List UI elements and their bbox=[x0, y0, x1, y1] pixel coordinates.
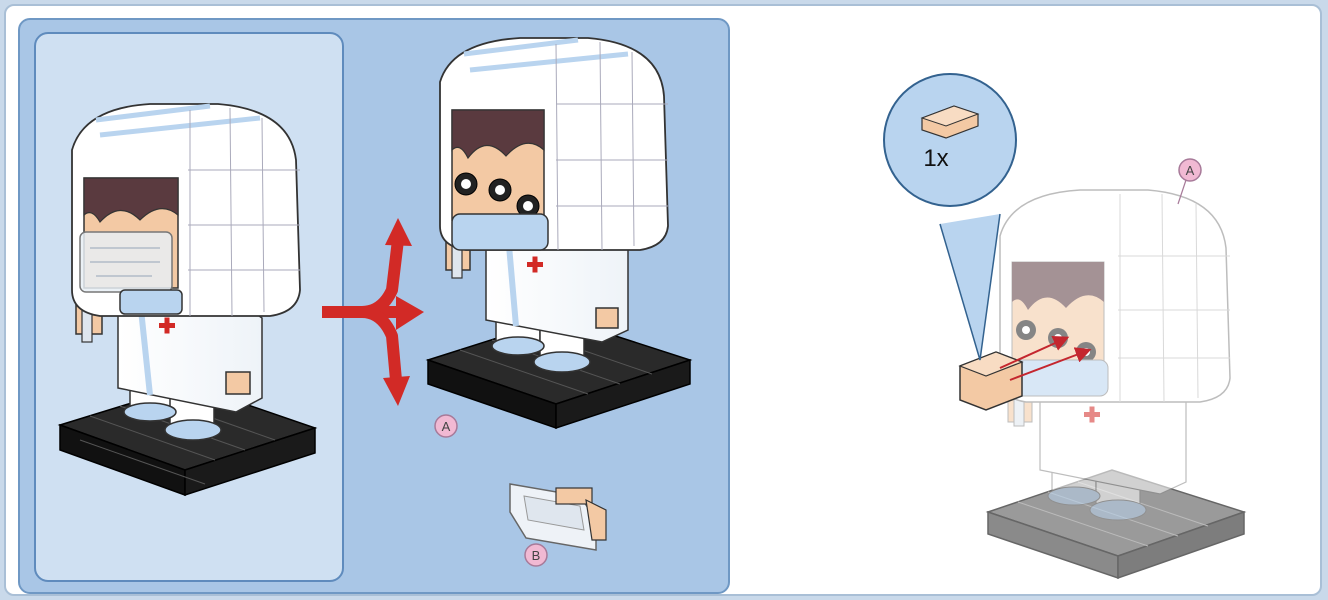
option-b-label: B bbox=[532, 548, 541, 563]
inset-figure bbox=[60, 104, 315, 495]
parts-callout: 1x bbox=[884, 74, 1016, 360]
step-figure: A bbox=[960, 159, 1244, 578]
result-figure bbox=[428, 38, 690, 428]
option-a-marker: A bbox=[435, 415, 457, 437]
step-marker-a-label: A bbox=[1186, 163, 1195, 178]
callout-quantity-label: 1x bbox=[923, 145, 948, 172]
option-a-label: A bbox=[442, 419, 451, 434]
branch-arrow bbox=[322, 218, 424, 406]
visor-part-b: B bbox=[510, 484, 606, 566]
